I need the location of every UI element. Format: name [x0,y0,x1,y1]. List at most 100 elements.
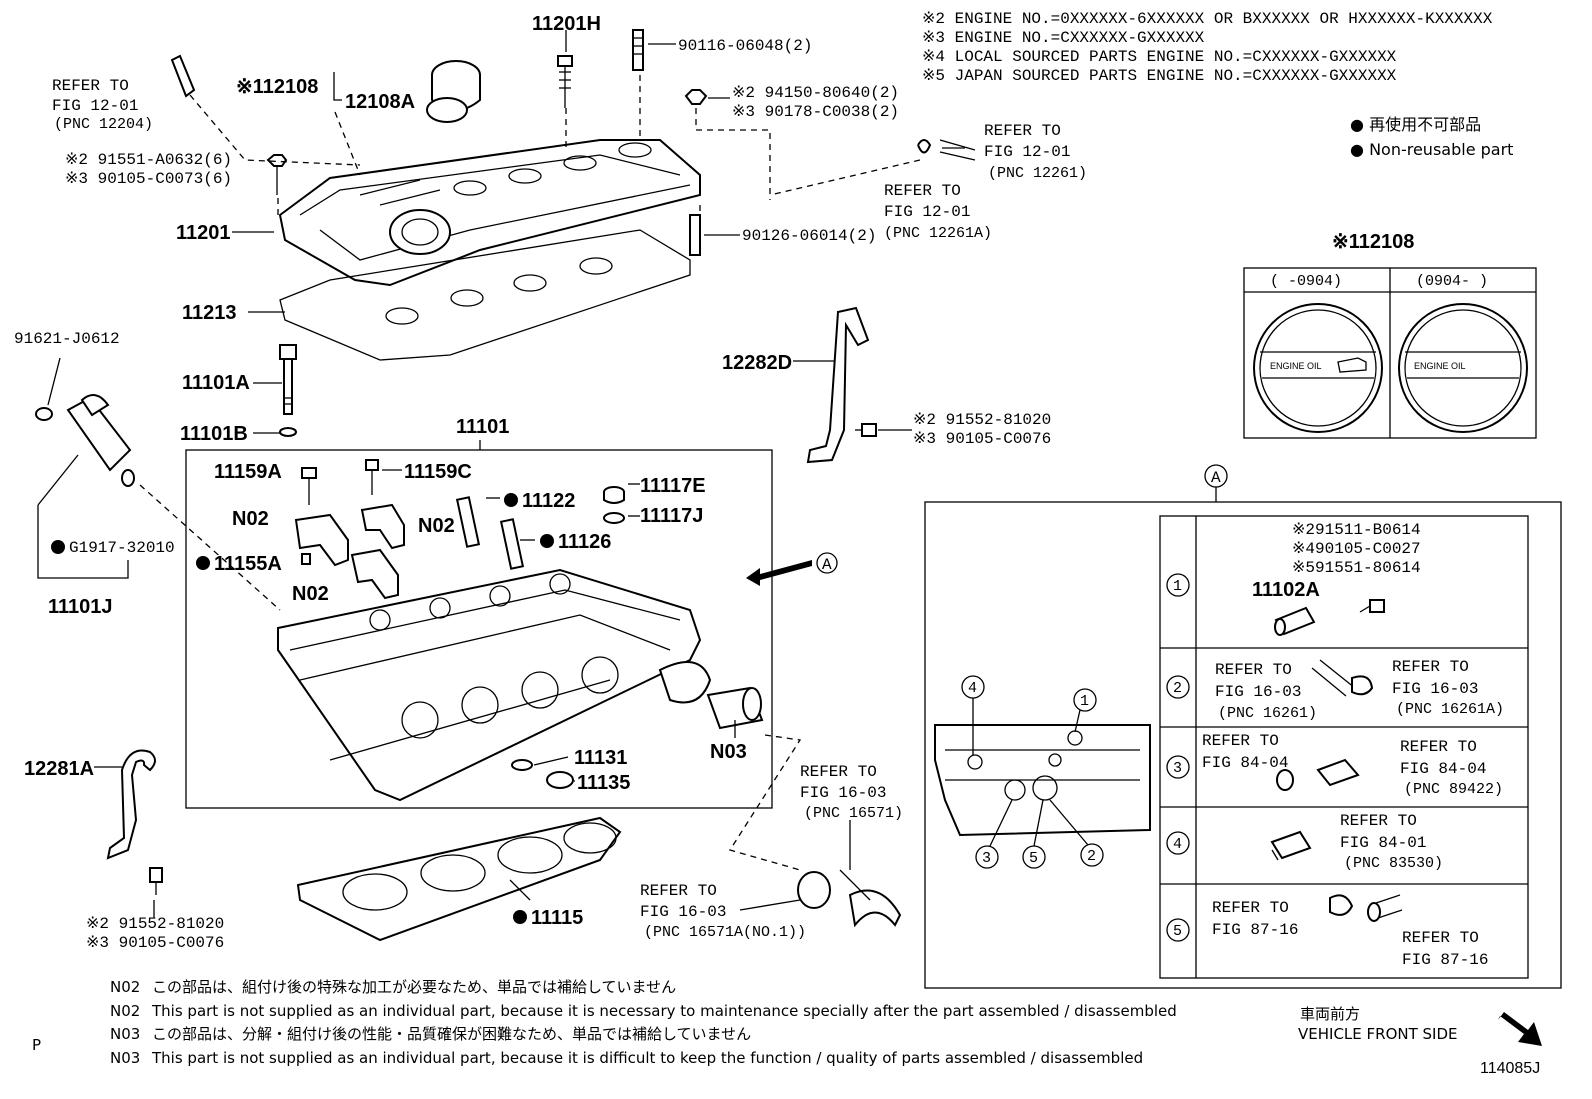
row4-index: 4 [1173,836,1182,853]
water-hose [797,869,902,928]
head-gasket [296,816,622,942]
label-11115: 11115 [531,907,583,929]
header-note: ※3 ENGINE NO.=CXXXXXX-GXXXXXX [922,29,1205,47]
row1-line1: ※291511-B0614 [1292,521,1421,539]
label-91551: ※2 91551-A0632(6) [65,151,232,169]
bullet-icon: ● [1350,115,1364,134]
refer-12261A-line3: (PNC 12261A) [884,225,992,242]
valve-cover [278,139,701,287]
row4-b1: REFER TO [1340,812,1417,830]
vehicle-front-en: VEHICLE FRONT SIDE [1298,1025,1458,1043]
label-90116: 90116-06048(2) [678,37,812,55]
refer-12261-line2: FIG 12-01 [984,143,1070,161]
washer-11101B [279,427,297,437]
label-11155A: 11155A [214,553,282,575]
label-11122: 11122 [522,490,575,512]
row4-b3: (PNC 83530) [1344,855,1443,872]
non-reusable-dot [504,493,518,507]
vehicle-front-jp: 車両前方 [1300,1005,1361,1023]
pin-11155A [301,553,311,565]
bolt-91551 [266,154,288,195]
sleeve-n03 [706,686,764,730]
cap-n02-b [360,503,405,550]
hose-12261 [917,139,976,161]
refer-12261-line3: (PNC 12261) [988,165,1087,182]
row3-index: 3 [1173,760,1182,777]
refer-16571A-line3: (PNC 16571A(NO.1)) [644,924,806,941]
bolt-91552-upper [855,423,877,437]
label-11135: 11135 [577,772,630,794]
bolt-11159A [301,467,317,505]
label-11201H: 11201H [532,13,601,35]
legend-item-jp: ● 再使用不可部品 [1350,115,1482,134]
row2-a3: (PNC 16261) [1218,705,1317,722]
label-n02-c: N02 [292,583,329,605]
label-g1917: G1917-32010 [69,539,175,557]
row3-b2: FIG 84-04 [1400,760,1486,778]
row3-a1: REFER TO [1202,732,1279,750]
row4-b2: FIG 84-01 [1340,834,1426,852]
row5-a1: REFER TO [1212,899,1289,917]
non-reusable-dot [540,534,554,548]
cap-text-1: ENGINE OIL [1270,361,1322,371]
svg-text:1: 1 [1080,693,1089,710]
label-n02-a: N02 [232,508,269,530]
row5-b1: REFER TO [1402,929,1479,947]
row5-b2: FIG 87-16 [1402,951,1488,969]
refer-16571-line3: (PNC 16571) [804,805,903,822]
stud-90126 [689,214,701,256]
label-11101: 11101 [456,416,509,438]
refer-12204-line2: FIG 12-01 [52,97,138,115]
label-n02-b: N02 [418,515,455,537]
gasket-11117J [603,512,625,524]
head-bolt-11101A [279,344,297,415]
legend-item-en: ● Non-reusable part [1350,140,1514,159]
refer-12261A-line1: REFER TO [884,182,961,200]
nut-94150 [684,89,708,105]
label-11117J: 11117J [640,505,703,527]
cylinder-head-box [185,449,773,809]
guide-11126 [499,518,525,570]
label-94150: ※2 94150-80640(2) [732,84,899,102]
label-90178: ※3 90178-C0038(2) [732,103,899,121]
arrow-to-a-icon [746,560,812,586]
sensor-83530 [1270,830,1312,861]
leader-lines [94,30,965,918]
row2-b3: (PNC 16261A) [1396,701,1504,718]
non-reusable-dot [196,556,210,570]
detail-a-box [924,501,1562,989]
seal-11135 [546,771,574,789]
detail-a-table [1159,515,1529,979]
bolt-11201H [557,55,573,108]
refer-16571A-line2: FIG 16-03 [640,903,726,921]
row2-b1: REFER TO [1392,658,1469,676]
label-12108A: 12108A [345,91,415,113]
refer-16571A-line1: REFER TO [640,882,717,900]
callout-a-label: A [822,556,832,574]
head-side-view [934,724,1151,837]
hose-16261 [1311,659,1374,697]
cap-n02-c [350,548,399,600]
header-note: ※2 ENGINE NO.=0XXXXXX-6XXXXXX OR BXXXXXX… [922,10,1493,28]
svg-text:5: 5 [1029,850,1038,867]
refer-12204-line1: REFER TO [52,77,129,95]
svg-text:4: 4 [968,680,977,697]
seal-11131 [511,759,533,771]
non-reusable-dot [51,540,65,554]
header-notes: ※2 ENGINE NO.=0XXXXXX-6XXXXXX OR BXXXXXX… [922,10,1492,86]
row3-b1: REFER TO [1400,738,1477,756]
svg-text:3: 3 [982,850,991,867]
non-reusable-dot [513,910,527,924]
row2-a2: FIG 16-03 [1215,683,1301,701]
label-12281A: 12281A [24,758,94,780]
row2-index: 2 [1173,680,1182,697]
row1-index: 1 [1173,578,1182,595]
detail-a-label: A [1211,469,1221,487]
cap-n02-a [294,513,349,567]
cap-text-2: ENGINE OIL [1414,361,1466,371]
label-11101A: 11101A [182,372,250,394]
bolt-91552-lower [149,867,163,895]
label-n03: N03 [710,741,747,763]
